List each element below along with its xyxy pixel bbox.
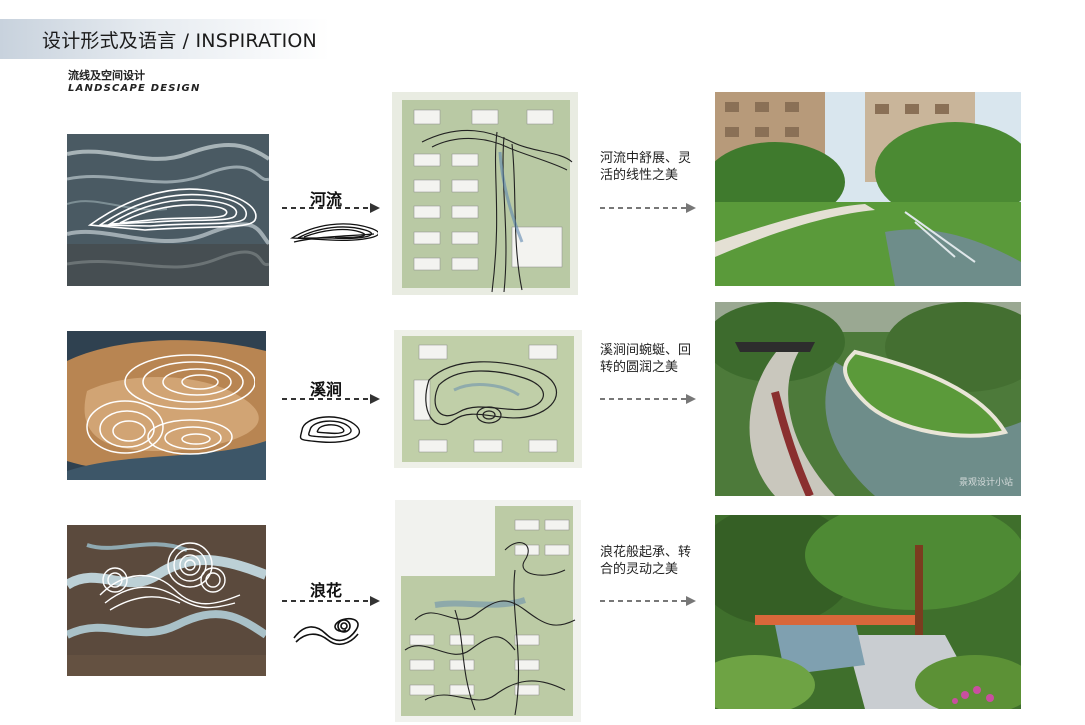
wave-sketch-icon <box>293 617 359 646</box>
keyword-label-river: 河流 <box>310 190 343 209</box>
wave-aerial-photo <box>67 525 266 676</box>
description-stream: 溪涧间蜿蜒、回转的圆润之美 <box>600 343 692 375</box>
keyword-label-wave: 浪花 <box>310 581 343 600</box>
garden-photo-3 <box>715 515 1021 709</box>
wave-line-overlay <box>99 542 241 611</box>
section-subtitle-cn: 流线及空间设计 <box>68 69 145 82</box>
keyword-label-stream: 溪涧 <box>310 380 343 399</box>
site-plan-3 <box>395 500 581 722</box>
stream-aerial-photo <box>67 331 266 480</box>
dashed-arrow-icon <box>600 203 696 213</box>
section-subtitle-en: LANDSCAPE DESIGN <box>68 83 201 94</box>
page-title: 设计形式及语言 / INSPIRATION <box>42 30 317 52</box>
dashed-arrow-icon <box>282 596 380 606</box>
garden-photo-2: 景观设计小站 <box>715 302 1021 496</box>
dashed-arrow-icon <box>600 394 696 404</box>
description-wave: 浪花般起承、转合的灵动之美 <box>600 545 692 577</box>
stream-sketch-icon <box>299 416 361 444</box>
river-sketch-icon <box>290 223 378 243</box>
site-plan-2 <box>394 330 582 468</box>
dashed-arrow-icon <box>282 203 380 213</box>
description-river: 河流中舒展、灵活的线性之美 <box>600 151 692 183</box>
dashed-arrow-icon <box>600 596 696 606</box>
title-bar <box>0 19 330 59</box>
site-plan-1 <box>392 92 578 295</box>
stream-line-overlay <box>86 354 255 455</box>
watermark-text: 景观设计小站 <box>958 478 1013 488</box>
river-line-overlay <box>87 188 257 231</box>
dashed-arrow-icon <box>282 394 380 404</box>
garden-photo-1 <box>715 92 1021 286</box>
